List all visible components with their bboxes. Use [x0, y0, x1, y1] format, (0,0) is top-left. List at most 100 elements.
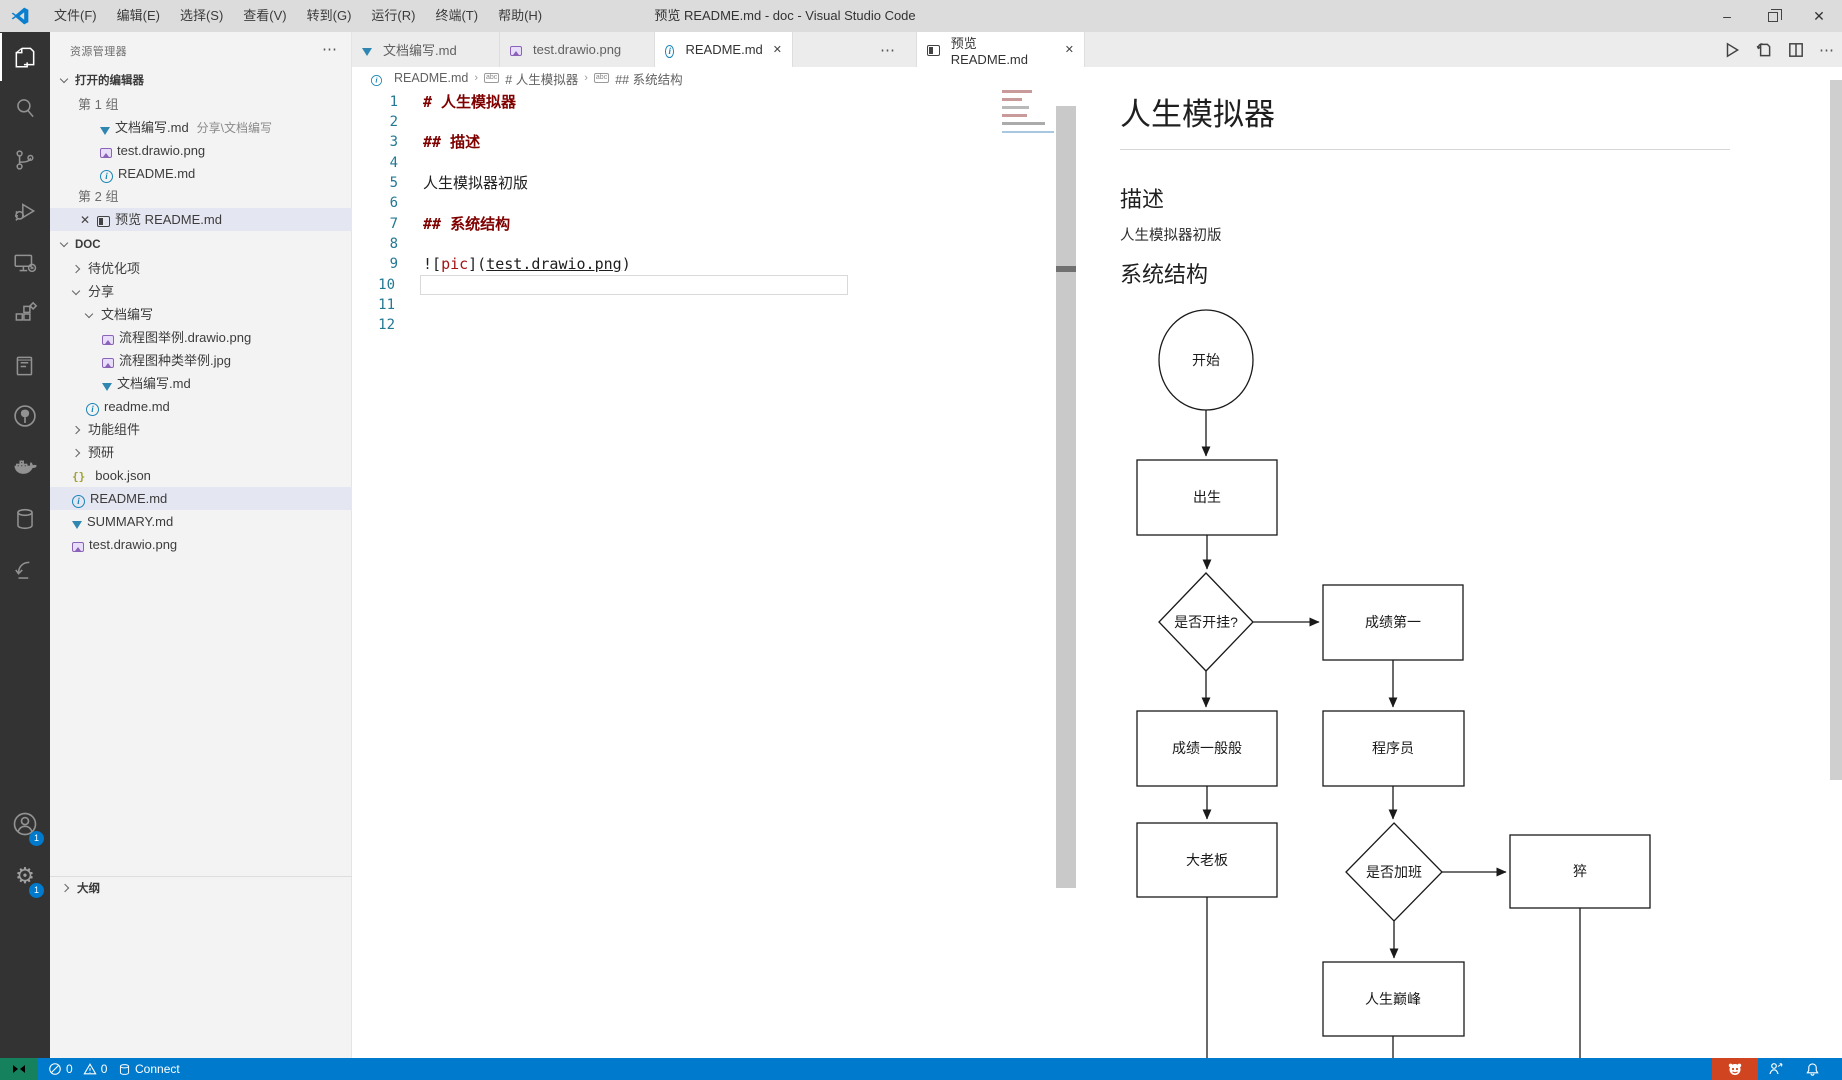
tree-file[interactable]: SUMMARY.md: [50, 510, 352, 533]
open-editors-section[interactable]: 打开的编辑器: [50, 70, 352, 93]
tree-folder[interactable]: 分享: [50, 280, 352, 303]
flow-label: 是否开挂?: [1174, 614, 1238, 630]
line-number: 8: [389, 236, 398, 252]
open-source-icon[interactable]: [1755, 41, 1773, 59]
chevron-right-icon: [71, 448, 81, 458]
compare-branch-icon[interactable]: [0, 547, 50, 595]
code-line-5[interactable]: 人生模拟器初版: [423, 174, 529, 192]
code-line-3[interactable]: ## 描述: [423, 133, 481, 151]
account-icon[interactable]: 1: [0, 800, 50, 848]
robot-face-icon: [1728, 1063, 1742, 1075]
sidebar-more-actions-icon[interactable]: ⋯: [322, 41, 337, 58]
open-editor-item[interactable]: test.drawio.png: [50, 139, 352, 162]
source-control-icon[interactable]: [0, 136, 50, 184]
remote-explorer-icon[interactable]: [0, 239, 50, 287]
tree-folder[interactable]: 文档编写: [50, 303, 352, 326]
tab-preview-readme[interactable]: 预览 README.md✕: [916, 32, 1085, 67]
markdown-file-icon: [100, 126, 110, 135]
line-number: 6: [389, 195, 398, 211]
tree-file[interactable]: 流程图种类举例.jpg: [50, 349, 352, 372]
settings-gear-icon[interactable]: ⚙ 1: [0, 852, 50, 900]
info-file-icon: i: [370, 74, 383, 86]
db-connect-button[interactable]: Connect: [118, 1058, 180, 1080]
flow-node-birth: [1136, 459, 1278, 536]
code-line-9[interactable]: ![pic](test.drawio.png): [423, 255, 631, 273]
flow-label: 成绩一般般: [1172, 740, 1242, 756]
extensions-icon[interactable]: [0, 290, 50, 338]
minimap[interactable]: [1002, 90, 1054, 140]
person-feedback-icon: [1769, 1063, 1783, 1075]
tab-more-actions-icon[interactable]: ⋯: [880, 42, 895, 59]
tree-file[interactable]: 流程图举例.drawio.png: [50, 326, 352, 349]
extension-status-badge[interactable]: [1712, 1058, 1758, 1080]
tab-test-drawio-png[interactable]: test.drawio.png: [500, 32, 655, 67]
close-icon[interactable]: ✕: [80, 213, 91, 227]
outline-section[interactable]: 大纲: [50, 876, 352, 900]
search-icon[interactable]: [0, 84, 50, 132]
info-file-icon: i: [72, 495, 85, 509]
breadcrumb-separator: ›: [474, 72, 478, 84]
folder-root-doc[interactable]: DOC: [50, 234, 352, 257]
code-line-7[interactable]: ## 系统结构: [423, 215, 511, 233]
run-debug-icon[interactable]: [0, 187, 50, 235]
open-editor-item-selected[interactable]: ✕预览 README.md: [50, 208, 352, 231]
menu-help[interactable]: 帮助(H): [498, 8, 543, 23]
flowchart-image: 开始 出生 是否开挂? 成绩第一 成绩一般般 程序员 大老板 是否加班 猝 人生…: [1136, 309, 1651, 1058]
close-window-button[interactable]: ✕: [1813, 7, 1825, 24]
restore-button[interactable]: [1750, 0, 1796, 32]
editor-actions: ⋯: [1723, 32, 1834, 67]
tree-file[interactable]: {}book.json: [50, 464, 352, 487]
github-icon[interactable]: [0, 392, 50, 440]
preview-title: 人生模拟器: [1120, 97, 1275, 132]
menu-run[interactable]: 运行(R): [371, 8, 416, 23]
remote-indicator[interactable]: [0, 1058, 38, 1080]
tree-file[interactable]: 文档编写.md: [50, 372, 352, 395]
tree-folder[interactable]: 预研: [50, 441, 352, 464]
notifications-bell-icon[interactable]: [1805, 1058, 1820, 1080]
tab-wendang-md[interactable]: 文档编写.md: [352, 32, 500, 67]
flow-label: 大老板: [1186, 852, 1228, 868]
sidebar-title: 资源管理器: [70, 46, 127, 58]
menu-terminal[interactable]: 终端(T): [435, 8, 479, 23]
menu-view[interactable]: 查看(V): [243, 8, 287, 23]
flow-node-overtime: [1345, 822, 1443, 922]
markdown-preview-pane: 人生模拟器 描述 人生模拟器初版 系统结构 开始: [1078, 67, 1842, 1058]
flow-label: 出生: [1193, 489, 1221, 505]
docker-icon[interactable]: [0, 444, 50, 492]
active-indicator: [0, 33, 2, 81]
notebook-icon[interactable]: [0, 342, 50, 390]
breadcrumb[interactable]: i README.md› abc # 人生模拟器› abc ## 系统结构: [370, 67, 683, 89]
split-editor-icon[interactable]: [1787, 41, 1805, 59]
problems-status[interactable]: 0 0: [48, 1058, 107, 1080]
chevron-right-icon: [60, 883, 70, 893]
more-actions-icon[interactable]: ⋯: [1819, 41, 1834, 59]
editor-scrollbar[interactable]: [1056, 106, 1076, 888]
line-number: 5: [389, 175, 398, 191]
tree-folder[interactable]: 待优化项: [50, 257, 352, 280]
status-bar: 0 0 Connect: [0, 1058, 1842, 1080]
feedback-button[interactable]: [1768, 1058, 1784, 1080]
close-icon[interactable]: ✕: [772, 44, 782, 56]
close-icon[interactable]: ✕: [1064, 44, 1074, 56]
menu-file[interactable]: 文件(F): [54, 8, 97, 23]
code-line-1[interactable]: # 人生模拟器: [423, 93, 517, 111]
database-icon[interactable]: [0, 495, 50, 543]
tree-file[interactable]: test.drawio.png: [50, 533, 352, 556]
tree-folder[interactable]: 功能组件: [50, 418, 352, 441]
explorer-icon[interactable]: [0, 33, 50, 81]
flow-node-boss: [1136, 822, 1278, 898]
line-number: 1: [389, 94, 398, 110]
minimize-button[interactable]: –: [1723, 8, 1731, 24]
preview-scrollbar[interactable]: [1830, 80, 1842, 780]
run-file-icon[interactable]: [1723, 41, 1741, 59]
menu-go[interactable]: 转到(G): [306, 8, 352, 23]
image-file-icon: [72, 541, 84, 552]
preview-heading-arch: 系统结构: [1120, 262, 1209, 287]
menu-edit[interactable]: 编辑(E): [116, 8, 160, 23]
menu-selection[interactable]: 选择(S): [179, 8, 224, 23]
